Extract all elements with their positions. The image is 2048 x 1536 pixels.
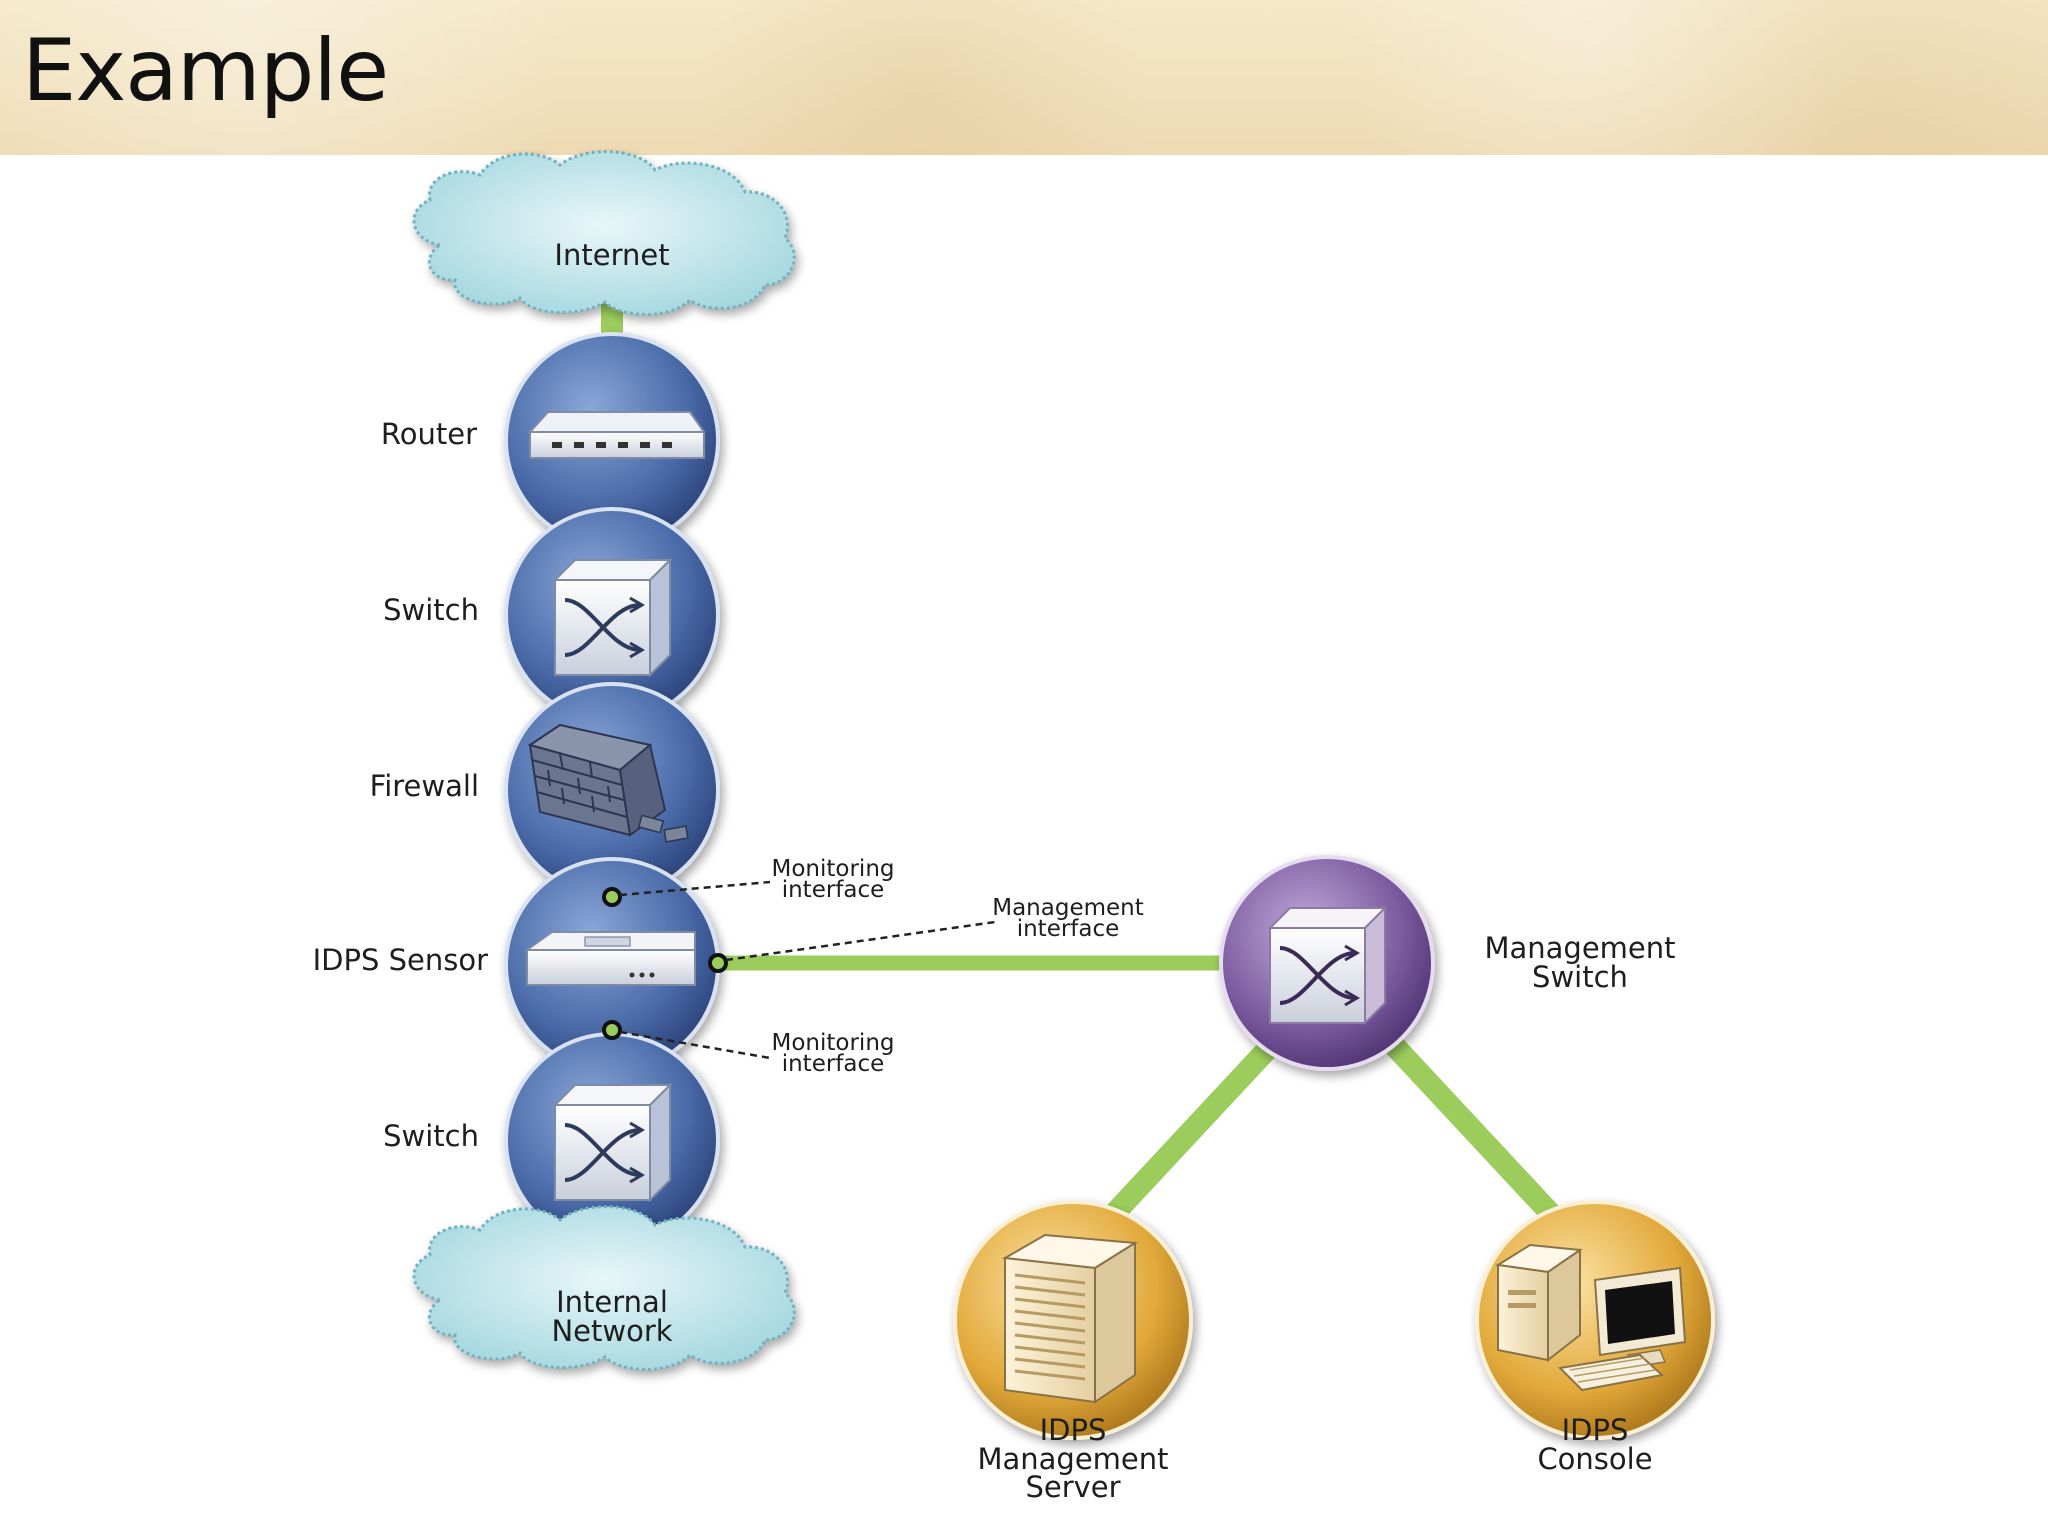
title-banner: Example (0, 0, 2048, 155)
internet-cloud: Internet (412, 150, 796, 316)
idps-management-server-node: IDPS Management Server (953, 1200, 1193, 1504)
management-switch-label-line1: Management (1484, 931, 1675, 965)
server-tower-icon (1001, 1233, 1139, 1404)
monitoring-interface-top-line1: Monitoring (772, 856, 895, 882)
internal-network-label-line1: Internal (556, 1285, 668, 1319)
monitoring-interface-bottom-line1: Monitoring (772, 1030, 895, 1056)
idps-sensor-node: IDPS Sensor (313, 857, 720, 1073)
switch-icon (1267, 905, 1388, 1026)
links (601, 300, 1589, 1270)
firewall-label: Firewall (370, 769, 479, 803)
switch-icon (552, 557, 673, 678)
switch-top-node: Switch (383, 507, 720, 723)
internal-network-cloud: Internal Network (412, 1205, 796, 1371)
monitoring-interface-bottom-port (602, 1020, 622, 1040)
mgmt-server-label-line3: Server (1025, 1470, 1120, 1504)
cloud-icon (412, 1205, 796, 1371)
monitoring-interface-bottom-line2: interface (782, 1051, 885, 1077)
desktop-computer-icon (1495, 1243, 1687, 1392)
internet-label: Internet (554, 238, 669, 272)
monitoring-interface-top-port (602, 887, 622, 907)
cloud-icon (412, 150, 796, 316)
link-mgmt-switch-console (1366, 1017, 1589, 1253)
internal-network-label-line2: Network (551, 1314, 672, 1348)
router-node: Router (381, 332, 720, 548)
switch-bottom-label: Switch (383, 1119, 479, 1153)
mgmt-server-label-line2: Management (977, 1442, 1168, 1476)
management-interface-line2: interface (1017, 916, 1120, 942)
page-title: Example (22, 21, 389, 121)
management-switch-node: Management Switch (1219, 855, 1676, 1071)
management-interface-line1: Management (992, 895, 1144, 921)
management-switch-label-line2: Switch (1532, 960, 1628, 994)
switch-icon (552, 1082, 673, 1203)
monitoring-interface-top-line2: interface (782, 877, 885, 903)
interface-annotations: Monitoring interface Management interfac… (602, 856, 1144, 1077)
management-interface-port (708, 953, 728, 973)
mgmt-server-label-line1: IDPS (1040, 1413, 1107, 1447)
console-label-line1: IDPS (1562, 1413, 1629, 1447)
idps-console-node: IDPS Console (1475, 1200, 1715, 1476)
sensor-appliance-icon (523, 931, 696, 986)
link-mgmt-switch-server (1076, 1017, 1299, 1253)
router-label: Router (381, 417, 477, 451)
switch-top-label: Switch (383, 593, 479, 627)
firewall-node: Firewall (370, 682, 720, 898)
console-label-line2: Console (1537, 1442, 1652, 1476)
idps-sensor-label: IDPS Sensor (313, 943, 488, 977)
brick-wall-icon (527, 723, 689, 843)
router-icon (527, 411, 706, 459)
